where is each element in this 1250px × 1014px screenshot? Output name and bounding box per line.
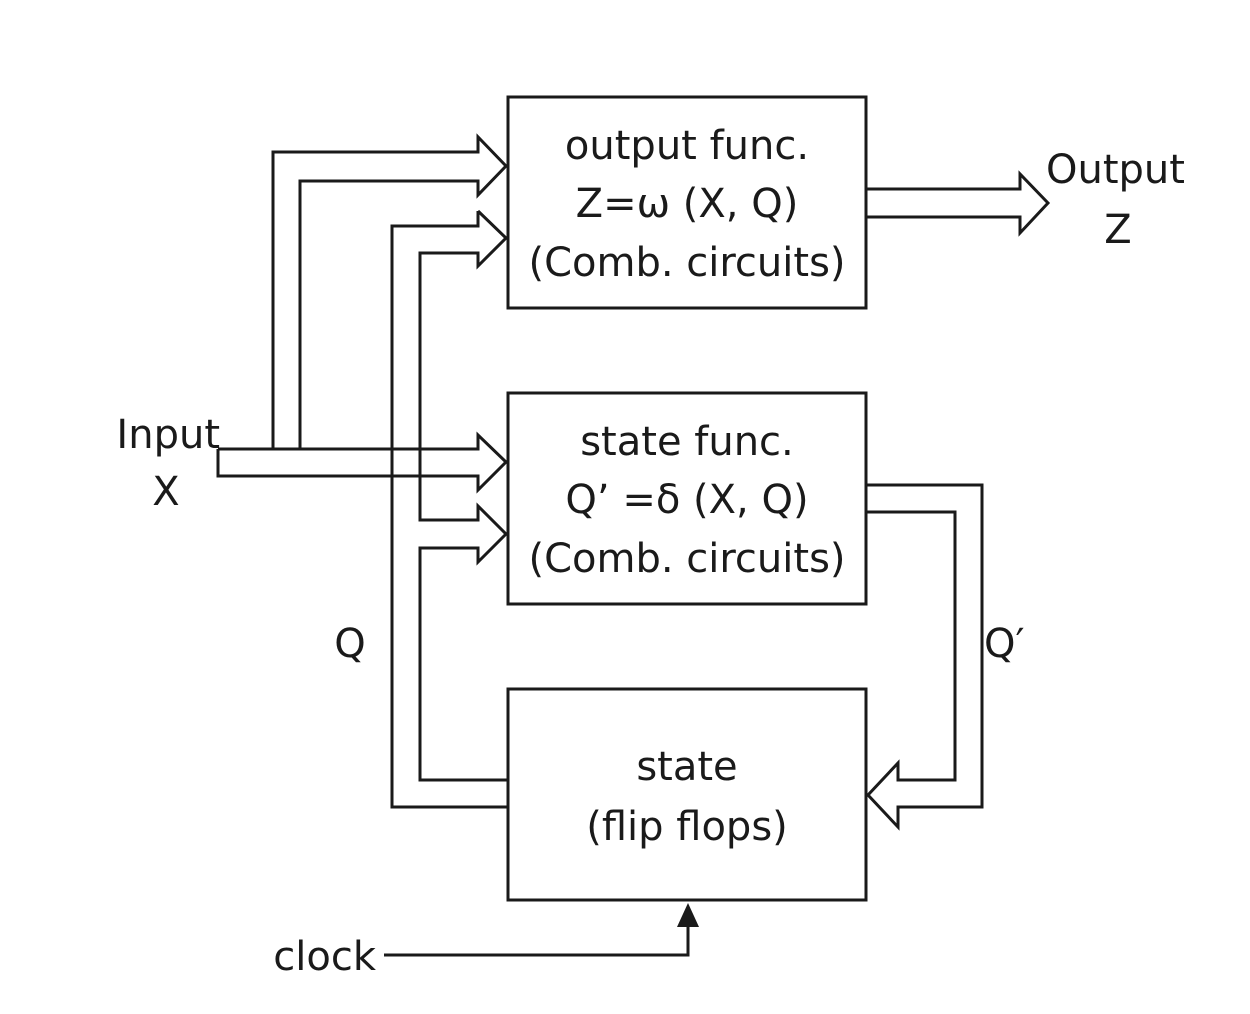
output-label: Output xyxy=(1046,147,1185,193)
state-func-subtitle: (Comb. circuits) xyxy=(528,536,845,582)
clock-line xyxy=(384,903,699,957)
output-z-label: Z xyxy=(1104,207,1131,253)
input-to-state-func-bus xyxy=(216,431,509,494)
input-to-output-func-bus xyxy=(271,133,509,449)
state-func-block: state func. Q’ =δ (X, Q) (Comb. circuits… xyxy=(506,391,868,606)
state-block: state (flip flops) xyxy=(506,687,868,902)
input-label: Input xyxy=(116,412,220,458)
clock-label: clock xyxy=(273,934,377,980)
output-z-bus xyxy=(866,170,1051,237)
output-func-title: output func. xyxy=(565,123,809,169)
output-func-block: output func. Z=ω (X, Q) (Comb. circuits) xyxy=(506,95,868,310)
q-bus-outer xyxy=(390,209,509,809)
q-label: Q xyxy=(334,621,365,667)
output-func-subtitle: (Comb. circuits) xyxy=(528,240,845,286)
state-title: state xyxy=(636,744,737,790)
q-next-label: Q′ xyxy=(984,621,1025,667)
state-func-equation: Q’ =δ (X, Q) xyxy=(565,477,808,523)
input-x-label: X xyxy=(152,469,179,515)
output-func-equation: Z=ω (X, Q) xyxy=(576,181,799,227)
state-func-title: state func. xyxy=(580,419,794,465)
q-next-bus xyxy=(865,483,984,831)
state-subtitle: (flip flops) xyxy=(586,804,788,850)
